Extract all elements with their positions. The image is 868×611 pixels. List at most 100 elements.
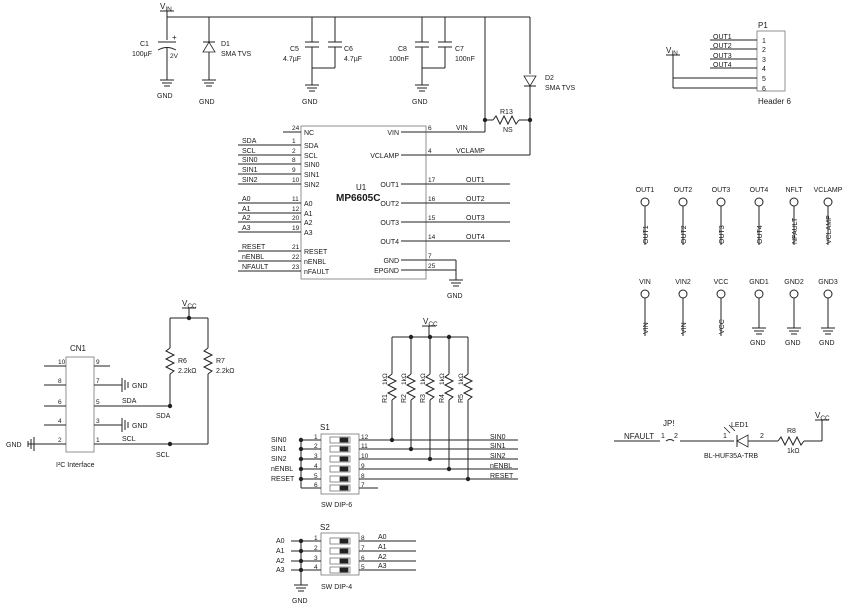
test-point-label: NFLT <box>786 187 804 194</box>
u1-pin-number: 25 <box>428 263 436 270</box>
rnet-vcc-label: VCC <box>423 317 438 328</box>
u1-pin-number: 22 <box>292 254 300 261</box>
s2-right-net-label: A3 <box>378 563 387 570</box>
u1-pin-label: SIN1 <box>304 172 320 179</box>
u1-pin-label: nFAULT <box>304 269 330 276</box>
test-point-label: GND2 <box>784 279 804 286</box>
s2-right-pin-number: 6 <box>361 555 365 562</box>
vin-vclamp-network: R13 NS D2 SMA TVS <box>426 17 576 156</box>
s1-left-net-label: nENBL <box>271 466 293 473</box>
u1-pin-label: OUT1 <box>380 182 399 189</box>
capacitor-c1: + C1 100µF 2V <box>132 17 179 80</box>
test-point-net: VIN <box>643 322 650 334</box>
cn1-pin-label: SDA <box>122 398 137 405</box>
c1-pin-number: 2V <box>170 53 179 60</box>
ground-symbol-d1: GND <box>199 79 216 106</box>
test-point-label: VCC <box>714 279 729 286</box>
c8-value: 100nF <box>389 56 409 63</box>
c6-name: C6 <box>344 46 353 53</box>
cn1-right-pin-number: 5 <box>96 399 100 406</box>
s1-left-pin-number: 3 <box>314 453 318 460</box>
p1-pin-number: 6 <box>762 86 766 93</box>
cn1-pin-label: GND <box>132 383 148 390</box>
ground-symbol-c5: GND <box>302 84 319 106</box>
s2-left-net-label: A0 <box>276 538 285 545</box>
resistor-name: R4 <box>439 394 446 403</box>
r13-value: NS <box>503 127 513 134</box>
s1-left-pin-number: 2 <box>314 443 318 450</box>
resistor-value: 1kΩ <box>458 373 465 385</box>
s1-left-pin-number: 5 <box>314 473 318 480</box>
s2-right-net-label: A2 <box>378 554 387 561</box>
p1-pin: 6 <box>673 86 766 93</box>
s1-left-net-label: RESET <box>271 476 295 483</box>
p1-name: P1 <box>758 21 768 30</box>
test-point-net: OUT1 <box>643 225 650 244</box>
resistor-value: 1kΩ <box>382 373 389 385</box>
c1-plus: + <box>172 33 177 42</box>
u1-pin-number: 19 <box>292 225 300 232</box>
jp-pin1: 1 <box>661 433 665 440</box>
d1-value: SMA TVS <box>221 51 252 58</box>
u1-net-label: SDA <box>242 138 257 145</box>
u1-pin-label: A1 <box>304 211 313 218</box>
c5-name: C5 <box>290 46 299 53</box>
test-point-ground-label: GND <box>819 340 835 347</box>
u1-net-label: A2 <box>242 215 251 222</box>
s1-left-net-label: SIN2 <box>271 456 287 463</box>
u1-pin-label: A3 <box>304 230 313 237</box>
c7-value: 100nF <box>455 56 475 63</box>
d1-name: D1 <box>221 41 230 48</box>
u1-pin-label: A0 <box>304 201 313 208</box>
u1-pin-label: SIN2 <box>304 182 320 189</box>
test-point-net: VIN <box>681 322 688 334</box>
resistor-name: R2 <box>401 394 408 403</box>
s1-right-net-label: nENBL <box>490 463 512 470</box>
u1-pin-label: SCL <box>304 153 318 160</box>
cn1-right-pin-number: 1 <box>96 437 100 444</box>
cn1-pin-label: GND <box>132 423 148 430</box>
p1-label: Header 6 <box>758 97 791 106</box>
s2-right-pin-number: 5 <box>361 564 365 571</box>
u1-pin-label: RESET <box>304 249 328 256</box>
tvs-diode-d1: D1 SMA TVS <box>202 17 252 80</box>
p1-pin: 5 <box>673 76 766 83</box>
p1-pin-number: 2 <box>762 47 766 54</box>
r6-name: R6 <box>178 358 187 365</box>
s1-left-net-label: SIN0 <box>271 437 287 444</box>
test-point-net: OUT4 <box>757 225 764 244</box>
u1-pin-number: 20 <box>292 215 300 222</box>
u1-pin-label: OUT2 <box>380 201 399 208</box>
